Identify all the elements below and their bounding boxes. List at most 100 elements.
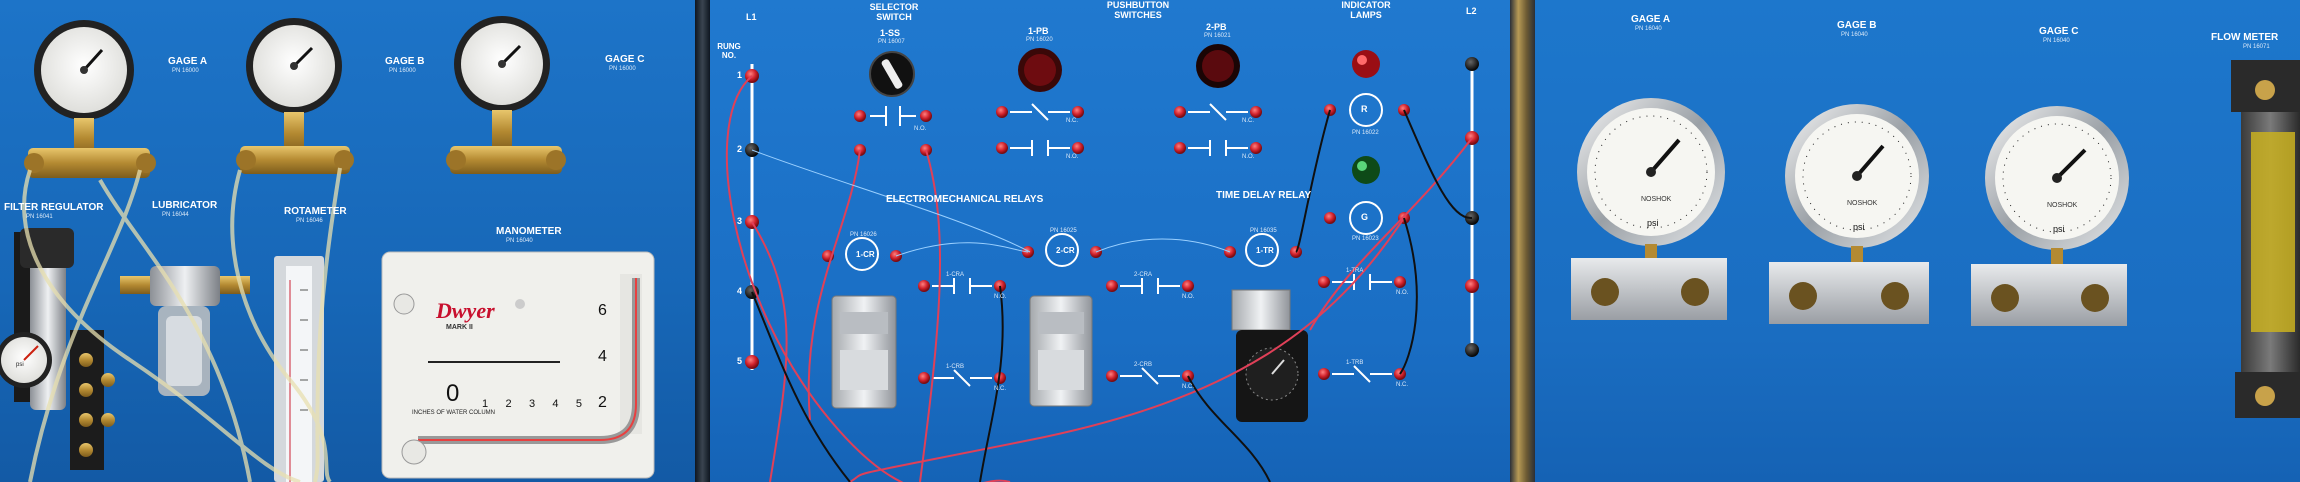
manometer-model: MARK II	[446, 324, 473, 331]
right-gage-b-pn: PN 16040	[1841, 32, 1868, 38]
cr2-nc: N.C.	[1182, 384, 1194, 390]
cr1-no: N.O.	[994, 294, 1007, 300]
right-gage-b-gauge	[1769, 104, 1929, 324]
right-gage-a-brand: NOSHOK	[1641, 196, 1672, 203]
pushbutton-header: PUSHBUTTON SWITCHES	[1106, 0, 1170, 20]
right-gage-b-brand: NOSHOK	[1847, 200, 1878, 207]
lamp-r-pn: PN 16022	[1352, 130, 1379, 136]
right-gage-b-unit: psi	[1853, 222, 1865, 232]
tdr-contact-a: 1-TRA	[1346, 268, 1364, 274]
right-gage-a-unit: psi	[1647, 218, 1659, 228]
selector-switch-pn: PN 16007	[878, 39, 905, 45]
cr2-pn: PN 16025	[1050, 228, 1077, 234]
manometer-pn: PN 16040	[506, 238, 533, 244]
cr1-pn: PN 16026	[850, 232, 877, 238]
relay-1-cr	[831, 295, 897, 409]
pb2-pn: PN 16021	[1204, 33, 1231, 39]
wiring	[725, 75, 1473, 482]
right-gage-a-pn: PN 16040	[1635, 26, 1662, 32]
pb2-no: N.O.	[1242, 154, 1255, 160]
lamp-g-letter: G	[1361, 212, 1369, 222]
gage-b-pn: PN 16000	[389, 68, 416, 74]
manometer-scale-right: 2 4 6	[598, 302, 618, 412]
cr1-coil-label: 1-CR	[856, 250, 875, 259]
cr1-contact-b: 1-CRB	[946, 364, 965, 370]
manometer-tick: 2	[598, 394, 607, 411]
lubricator-unit	[120, 266, 250, 396]
gage-b-gauge	[246, 18, 342, 114]
right-gage-c-label: GAGE C	[2039, 26, 2079, 37]
selector-switch-name: 1-SS	[880, 28, 901, 38]
pb2-name: 2-PB	[1206, 22, 1227, 32]
contact-symbols	[870, 103, 1392, 387]
gage-c-gauge	[454, 16, 550, 112]
manometer-tick: 4	[552, 398, 559, 410]
pneumatic-panel: Dwyer MARK II INCHES OF WATER COLUMN 0 1…	[0, 0, 695, 482]
cr1-contact-a: 1-CRA	[946, 272, 965, 278]
manometer-tick: 2	[505, 398, 512, 410]
lamp-r-letter: R	[1361, 104, 1368, 114]
flow-meter-pn: PN 16071	[2243, 44, 2270, 50]
relay-coil-symbols	[845, 233, 1279, 271]
right-gage-c-gauge	[1971, 106, 2129, 326]
tdr-pn: PN 16035	[1250, 228, 1277, 234]
manometer-tick: 3	[528, 398, 536, 410]
gage-c-label: GAGE C	[605, 54, 645, 65]
rung-number: 5	[737, 356, 743, 366]
pb1-no: N.O.	[1066, 154, 1079, 160]
manometer-label: MANOMETER	[496, 226, 562, 237]
manometer-tick: 5	[575, 398, 582, 410]
right-gage-c-brand: NOSHOK	[2047, 202, 2078, 209]
panel-gap	[695, 0, 710, 482]
regulator-gauge-unit: psi	[16, 362, 24, 368]
manometer-zero: 0	[446, 380, 460, 407]
pb1-pn: PN 16020	[1026, 37, 1053, 43]
manometer-tick: 6	[598, 302, 607, 319]
pb1-name: 1-PB	[1028, 26, 1049, 36]
gage-a-gauge	[34, 20, 134, 120]
rotameter-label: ROTAMETER	[284, 206, 347, 217]
tdr-header: TIME DELAY RELAY	[1216, 190, 1312, 201]
right-gage-c-pn: PN 16040	[2043, 38, 2070, 44]
rail-l2-label: L2	[1466, 6, 1477, 16]
tdr-coil-label: 1-TR	[1256, 246, 1274, 255]
rail-terminals	[745, 57, 1479, 369]
selector-contact-no: N.O.	[914, 126, 927, 132]
brass-fittings	[24, 110, 566, 178]
right-gage-c-unit: psi	[2053, 224, 2065, 234]
pb1-nc: N.C.	[1066, 118, 1078, 124]
rail-l1-label: L1	[746, 12, 757, 22]
gauge-panel-drawing	[1571, 60, 2300, 418]
panel-gap-frame	[1510, 0, 1535, 482]
tdr-nc: N.C.	[1396, 382, 1408, 388]
right-gage-b-label: GAGE B	[1837, 20, 1877, 31]
indicator-lamps	[1349, 50, 1383, 235]
manometer-units: INCHES OF WATER COLUMN	[412, 410, 496, 416]
time-delay-relay	[1231, 289, 1308, 422]
component-terminals	[822, 104, 1410, 384]
gage-a-pn: PN 16000	[172, 68, 199, 74]
right-gage-a-label: GAGE A	[1631, 14, 1671, 25]
air-tubing	[22, 167, 342, 482]
relay-2-cr	[1029, 295, 1093, 407]
filter-regulator-label: FILTER REGULATOR	[4, 202, 104, 213]
rotameter-unit	[274, 256, 324, 482]
manometer-brand: Dwyer	[436, 298, 495, 323]
flow-meter-label: FLOW METER	[2211, 32, 2279, 43]
manometer-scale-bottom: 1 2 3 4 5	[482, 398, 582, 410]
relay-panel-drawing	[725, 44, 1479, 482]
rung-number: 1	[737, 70, 743, 80]
gauge-panel: GAGE A PN 16040 NOSHOK psi GAGE B PN 160…	[1535, 0, 2300, 482]
lubricator-pn: PN 16044	[162, 212, 189, 218]
manometer-unit	[381, 251, 655, 479]
cr1-nc: N.C.	[994, 386, 1006, 392]
right-gage-a-gauge	[1571, 98, 1727, 320]
filter-regulator-unit	[0, 228, 115, 470]
selector-switch-knob	[869, 51, 915, 97]
lubricator-label: LUBRICATOR	[152, 200, 218, 211]
rung-number: 3	[737, 216, 743, 226]
em-relays-header: ELECTROMECHANICAL RELAYS	[886, 194, 1044, 205]
pneumatic-panel-drawing	[0, 16, 655, 482]
pb2-nc: N.C.	[1242, 118, 1254, 124]
cr2-contact-a: 2-CRA	[1134, 272, 1153, 278]
